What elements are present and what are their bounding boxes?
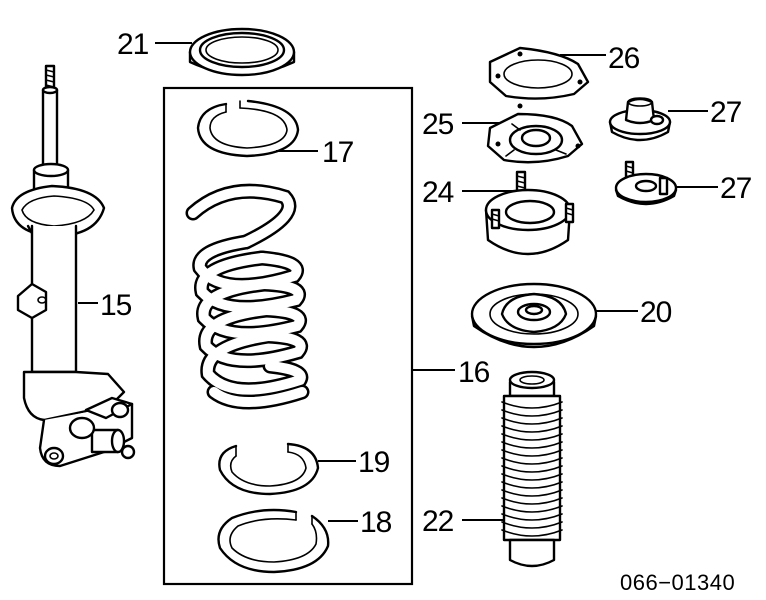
callout-24: 25 <box>422 108 454 141</box>
callout-19: 19 <box>358 446 390 479</box>
callout-21: 21 <box>117 28 149 61</box>
spring-insulator-ring-icon <box>218 442 320 496</box>
reference-code: 066−01340 <box>620 570 735 595</box>
callout-22: 22 <box>422 505 454 538</box>
callout-23: 24 <box>422 176 454 209</box>
callout-15: 15 <box>100 289 132 322</box>
spring-group-box <box>162 86 414 586</box>
gasket-icon <box>488 46 590 100</box>
callout-18: 18 <box>360 506 392 539</box>
callout-27: 27 <box>720 172 752 205</box>
callout-26: 27 <box>710 96 742 129</box>
spring-seat-ring-icon <box>196 99 300 158</box>
coil-spring-icon <box>185 183 310 410</box>
bearing-ring-icon <box>188 27 296 77</box>
callout-25: 26 <box>608 42 640 75</box>
strut-mount-icon <box>484 170 575 256</box>
callout-17: 17 <box>322 136 354 169</box>
dust-boot-icon <box>501 370 563 568</box>
callout-16: 16 <box>458 356 490 389</box>
mount-cap-icon <box>608 97 672 142</box>
mount-plate-icon <box>486 103 584 164</box>
strut-assembly-icon <box>10 64 136 468</box>
lower-insulator-ring-icon <box>217 508 330 574</box>
callout-20: 20 <box>640 296 672 329</box>
mount-stud-icon <box>614 160 678 206</box>
spring-upper-seat-icon <box>470 282 598 349</box>
